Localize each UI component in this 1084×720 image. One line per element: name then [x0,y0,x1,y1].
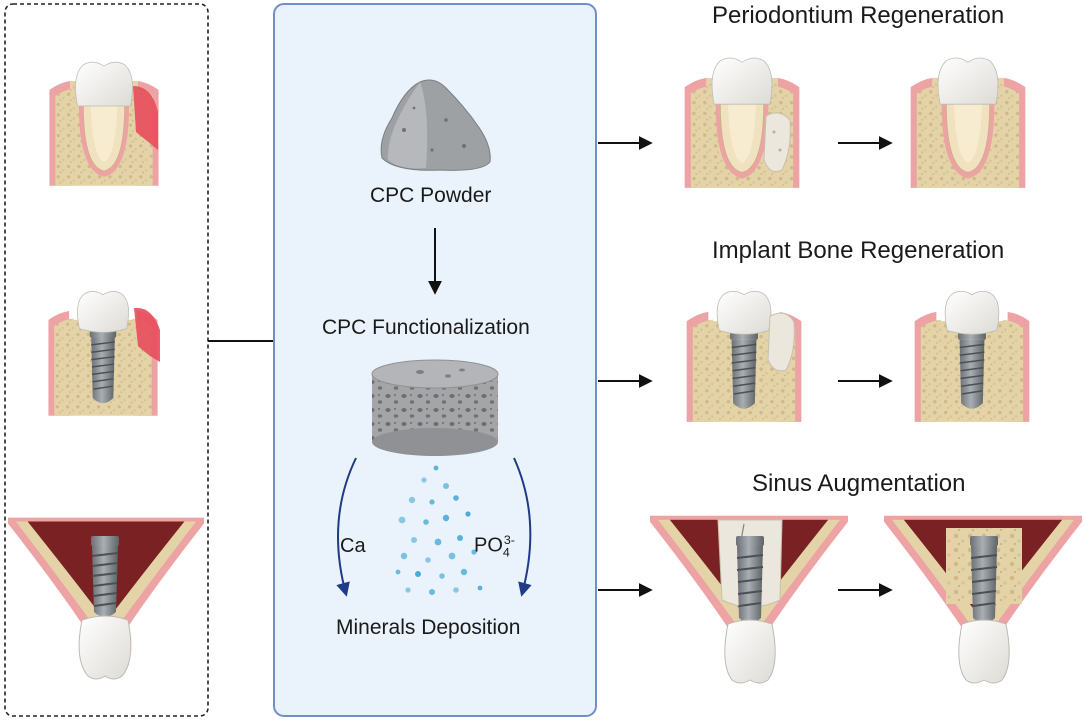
ion-dot [429,499,435,505]
periodontium-regeneration-title: Periodontium Regeneration [712,2,1005,29]
ion-dot [421,477,427,483]
ion-dot [460,568,468,576]
periodontium-after-illustration [910,57,1026,189]
left-implant-periimplantitis-illustration [47,290,160,417]
cpc-powder-pile [380,79,491,171]
ca-release-arrow [336,457,357,597]
ion-dot [395,569,401,575]
ion-dot [453,495,459,501]
sinus-augmentation-title: Sinus Augmentation [752,470,966,497]
left-panel-border [4,3,209,717]
calcium-ion-label: Ca [340,535,366,557]
ion-dot [442,514,450,522]
left-sinus-implant-illustration [8,517,204,680]
ion-dot [423,519,429,525]
ion-dot [443,483,449,489]
phosphate-base: PO [474,534,503,557]
ion-dot [408,496,416,504]
ion-dot [434,538,442,546]
ion-dot [405,587,411,593]
phosphate-release-arrow [513,457,532,597]
ion-release-dots [395,465,483,595]
phosphate-ion-label: PO43- [474,533,515,560]
ion-dot [453,587,459,593]
ion-dot [471,549,477,555]
ion-dot [411,537,417,543]
ion-dot [457,535,463,541]
ion-dot [477,585,483,591]
implant-before-illustration [685,290,803,423]
minerals-deposition-label: Minerals Deposition [336,616,521,639]
periodontium-before-illustration [684,57,800,189]
ion-dot [465,511,471,517]
phosphate-subscript: 4 [502,545,510,560]
cpc-functionalization-label: CPC Functionalization [322,316,530,339]
ion-dot [425,557,431,563]
sinus-after-illustration [884,515,1082,684]
ion-dot [429,589,435,595]
ion-dot [448,552,456,560]
left-tooth-periodontitis-illustration [48,61,160,187]
ion-dot [439,573,445,579]
phosphate-superscript: 3- [503,533,515,547]
ion-dot [433,465,439,471]
ion-dot [415,571,421,577]
ion-dot [400,552,408,560]
sinus-before-illustration [650,515,848,684]
ion-dot [398,516,406,524]
implant-bone-regeneration-title: Implant Bone Regeneration [712,237,1005,264]
implant-after-illustration [913,290,1031,423]
cpc-powder-label: CPC Powder [370,184,492,207]
porous-scaffold-cylinder [371,359,499,456]
